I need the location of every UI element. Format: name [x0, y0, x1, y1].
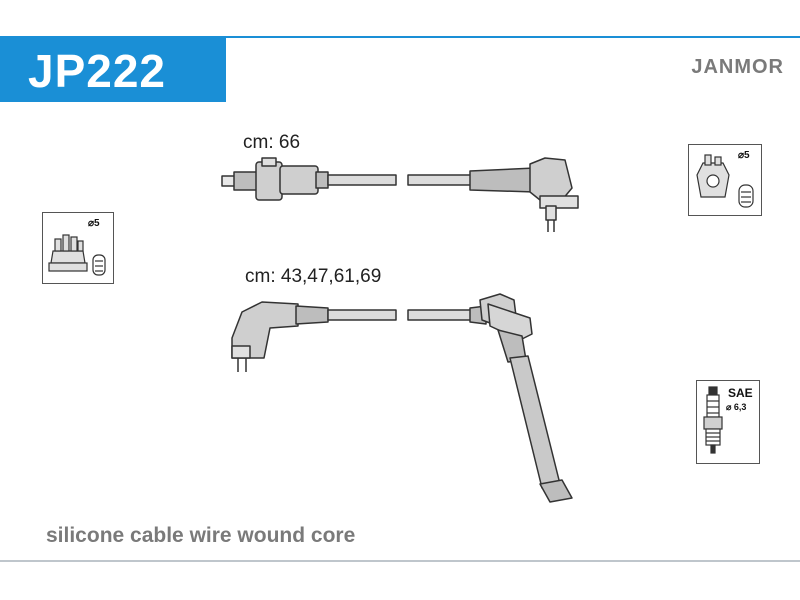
cable-2-left-boot: [231, 301, 329, 372]
distributor-cap-icon-box: [42, 212, 114, 284]
cable-2-right-boot: [469, 293, 573, 503]
distributor-cap-diameter: ⌀5: [88, 218, 100, 229]
cable-1-wire: [327, 174, 473, 186]
spark-plug-icon-box: [696, 380, 760, 464]
cable-1-length-label: cm: 66: [243, 132, 301, 153]
part-code: JP222: [28, 45, 167, 97]
cable-2-length-label: cm: 43,47,61,69: [245, 266, 382, 287]
cable-2-wire: [327, 309, 473, 321]
ignition-coil-diameter: ⌀5: [738, 150, 750, 161]
header-rule: [226, 36, 800, 38]
ignition-coil-icon: [696, 154, 754, 208]
spark-plug-diameter: ⌀ 6,3: [726, 402, 747, 412]
brand-name: JANMOR: [691, 56, 784, 78]
distributor-cap-icon: [48, 234, 106, 276]
cable-description: silicone cable wire wound core: [46, 524, 356, 547]
spark-plug-icon: [703, 386, 723, 454]
part-code-banner: [0, 36, 226, 102]
cable-1-left-terminal: [221, 157, 329, 201]
cable-1-right-boot: [469, 157, 579, 232]
ignition-coil-icon-box: [688, 144, 762, 216]
footer-rule: [0, 560, 800, 562]
spark-plug-standard: SAE: [728, 386, 753, 400]
